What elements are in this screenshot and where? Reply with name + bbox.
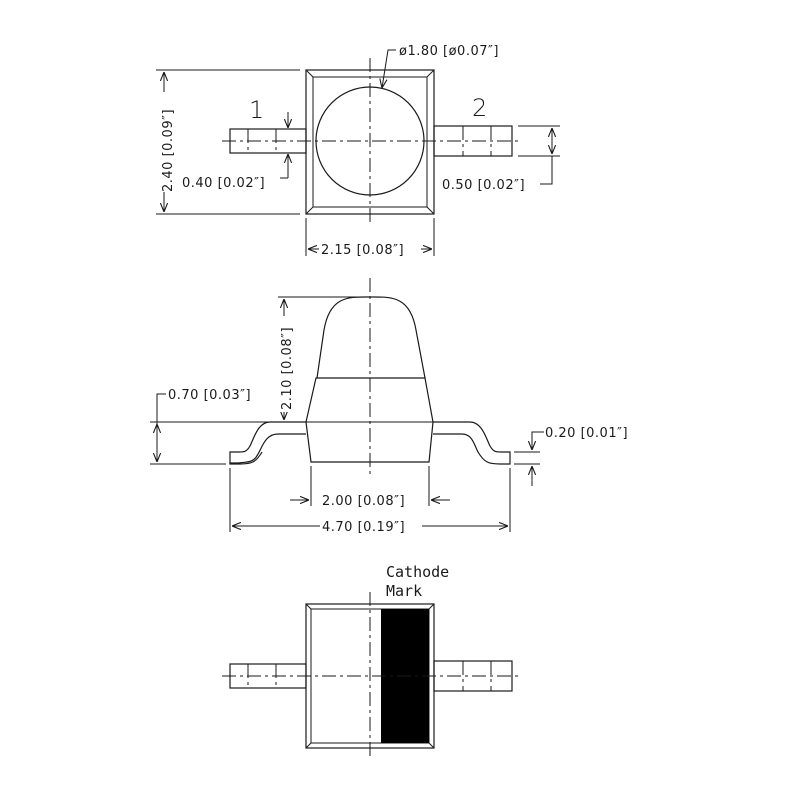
pin2-width-dimension: 0.50 [0.02″]	[442, 178, 525, 193]
pin2-label: 2	[472, 94, 487, 122]
lens-diameter-dimension: ø1.80 [ø0.07″]	[399, 44, 499, 59]
body-height-dimension: 2.40 [0.09″]	[161, 109, 176, 192]
left-lead	[229, 421, 306, 465]
cathode-label-line2: Mark	[386, 582, 422, 600]
overall-length-dimension: 4.70 [0.19″]	[322, 520, 405, 535]
total-height-dimension: 2.10 [0.08″]	[280, 327, 295, 410]
cathode-label-line1: Cathode	[386, 563, 449, 581]
pin2-lead	[433, 125, 513, 157]
body-width-dimension: 2.15 [0.08″]	[321, 243, 404, 258]
pin1-lead	[229, 128, 307, 154]
bottom-view: Cathode Mark	[222, 563, 518, 760]
pin1-width-dimension: 0.40 [0.02″]	[182, 176, 265, 191]
standoff-dimension: 0.70 [0.03″]	[168, 388, 251, 403]
base-width-dimension: 2.00 [0.08″]	[322, 494, 405, 509]
side-dome	[316, 296, 426, 379]
side-view: 2.10 [0.08″] 0.70 [0.03″] 0.20 [0.01″] 2…	[150, 278, 628, 535]
pin1-label: 1	[249, 96, 264, 124]
top-view: 1 2 ø1.80 [ø0.07″] 2.40 [0.09″] 2.15 [0.…	[156, 44, 560, 258]
lead-thickness-dimension: 0.20 [0.01″]	[545, 426, 628, 441]
right-lead	[433, 421, 511, 465]
